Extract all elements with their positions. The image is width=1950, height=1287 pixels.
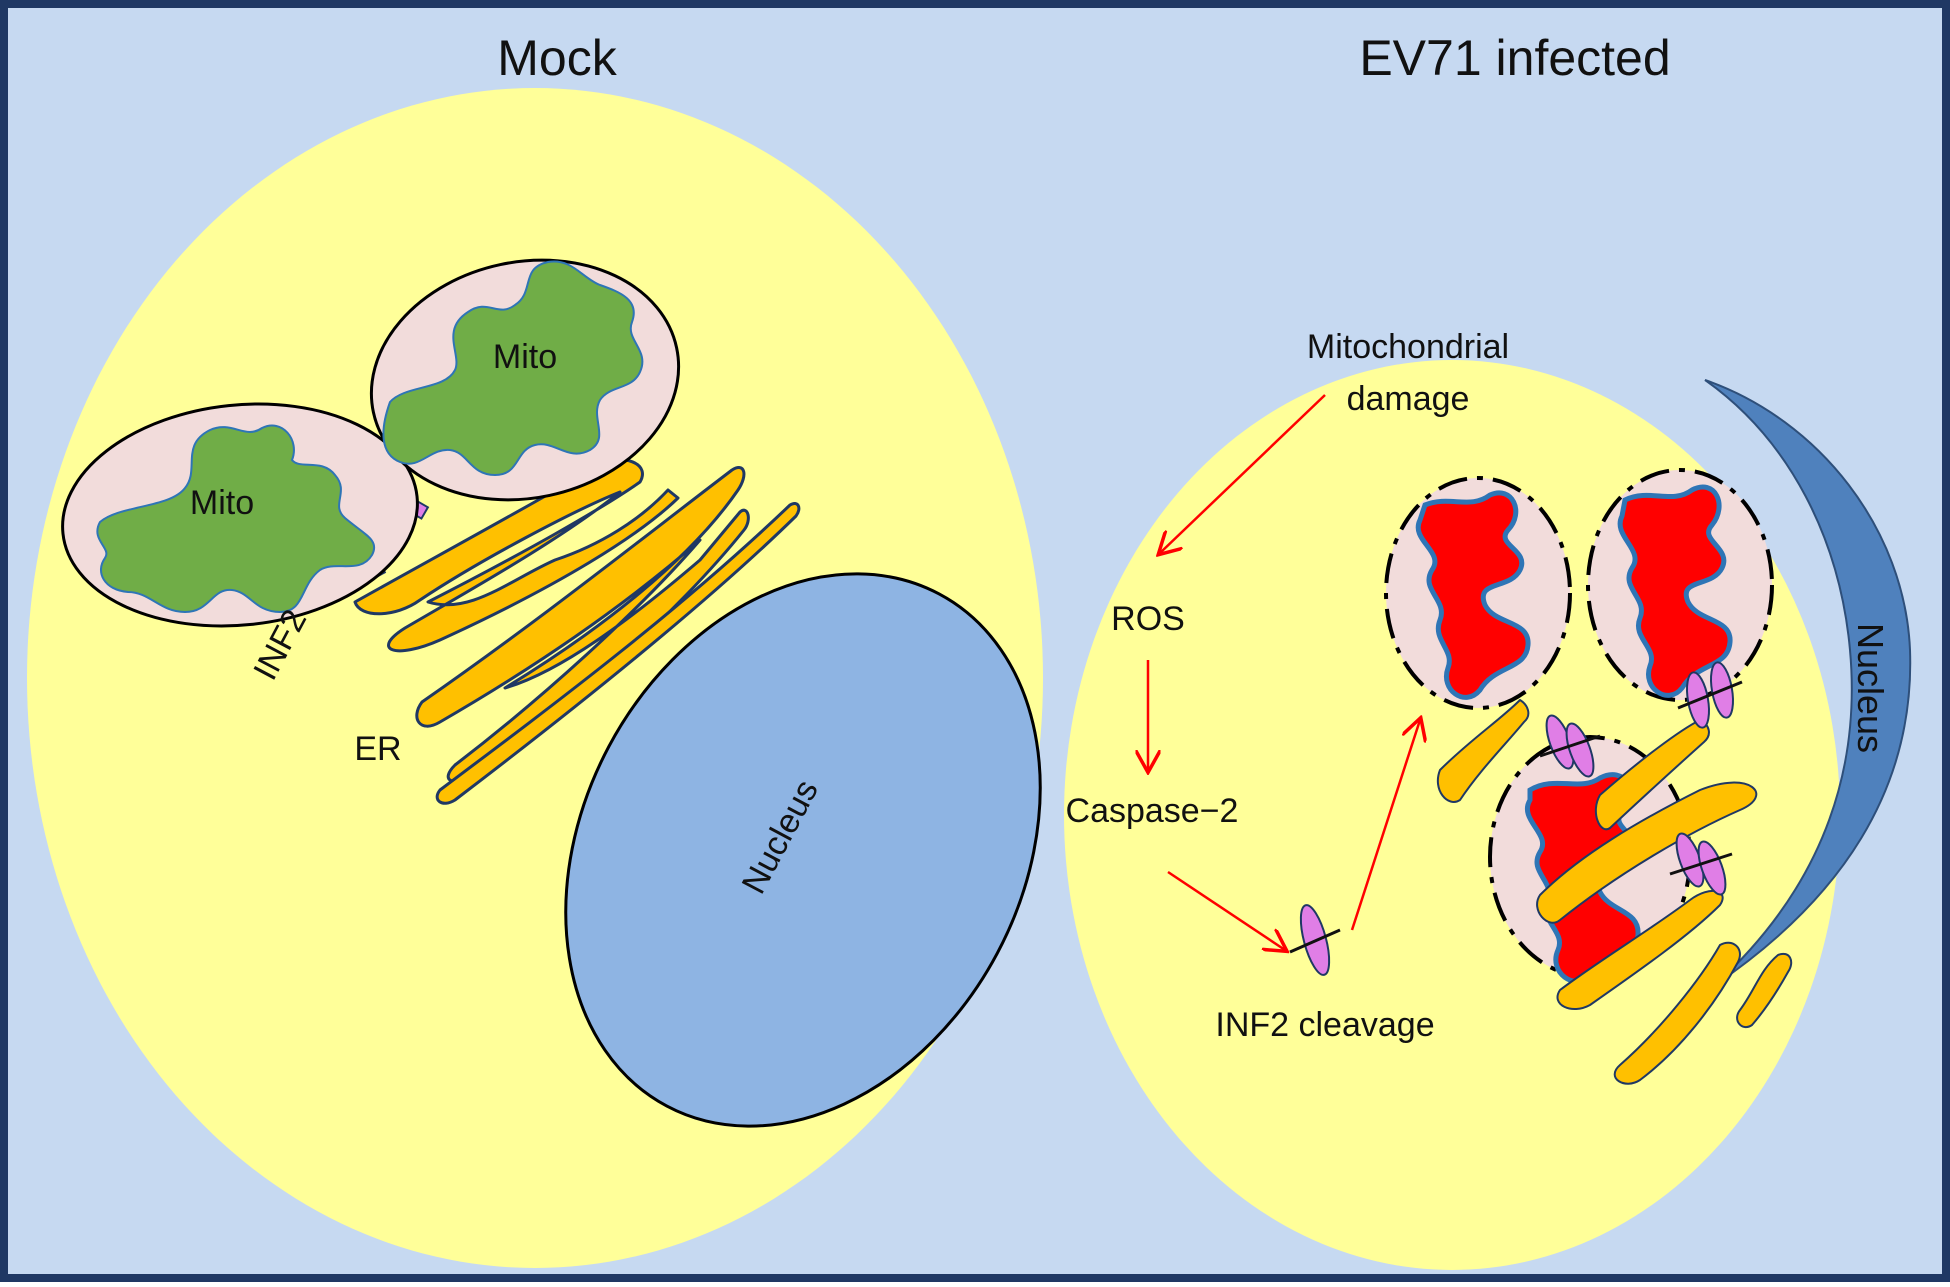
mock-mito-2-label: Mito — [493, 338, 557, 376]
mock-er — [353, 458, 801, 805]
infected-nucleus-label: Nucleus — [1850, 623, 1891, 753]
infected-panel: EV71 infected Nucleus — [1064, 30, 1912, 1270]
infected-inf2 — [1539, 661, 1743, 896]
infected-er — [1437, 699, 1793, 1085]
inf2-cleavage-label: INF2 cleavage — [1215, 1006, 1434, 1044]
cleaved-inf2-icon — [1289, 904, 1341, 976]
mock-panel: Mock Nucleus Mito — [27, 30, 1043, 1268]
ros-label: ROS — [1111, 600, 1185, 638]
arrow-caspase-to-cleavage — [1167, 870, 1285, 950]
mock-title: Mock — [497, 30, 617, 86]
infected-title: EV71 infected — [1359, 30, 1670, 86]
arrow-cleavage-to-mito — [1350, 720, 1420, 931]
mock-mito-1-cristae — [96, 424, 375, 614]
infected-nucleus: Nucleus — [1704, 379, 1912, 986]
damaged-mito-1 — [1384, 476, 1572, 710]
pathway-arrows — [1148, 394, 1420, 950]
mito-damage-label-line1: Mitochondrial — [1307, 328, 1509, 366]
mock-nucleus: Nucleus — [564, 572, 1042, 1128]
damaged-mito-2 — [1586, 468, 1774, 702]
mock-mito-1: Mito — [61, 402, 419, 628]
mock-er-label: ER — [354, 730, 401, 768]
arrow-damage-to-ros — [1160, 394, 1326, 553]
mock-mito-1-label: Mito — [190, 484, 254, 522]
mock-mito-2-cristae — [382, 260, 644, 477]
damaged-mito-1-cristae — [1415, 490, 1531, 700]
mock-mito-2: Mito — [369, 258, 681, 502]
caspase-label: Caspase−2 — [1066, 792, 1239, 830]
damaged-mito-2-cristae — [1617, 484, 1733, 698]
mito-damage-label-line2: damage — [1347, 380, 1470, 418]
